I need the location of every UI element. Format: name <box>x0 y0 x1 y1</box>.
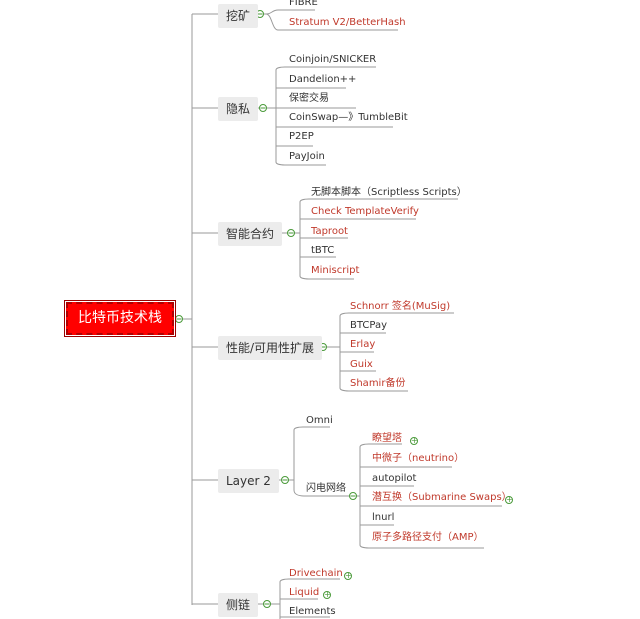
category-sidechains[interactable]: 侧链 <box>218 593 259 617</box>
leaf-taproot[interactable]: Taproot <box>311 226 348 237</box>
leaf-coinjoin[interactable]: Coinjoin/SNICKER <box>289 54 377 65</box>
leaf-lnurl[interactable]: lnurl <box>372 512 395 523</box>
category-mining[interactable]: 挖矿 <box>218 4 259 28</box>
leaf-btcpay[interactable]: BTCPay <box>350 320 387 331</box>
leaf-autopilot[interactable]: autopilot <box>372 473 417 484</box>
leaf-omni[interactable]: Omni <box>306 415 333 426</box>
leaf-dandelion[interactable]: Dandelion++ <box>289 74 357 85</box>
category-smart-contracts[interactable]: 智能合约 <box>218 222 283 246</box>
leaf-erlay[interactable]: Erlay <box>350 339 376 350</box>
expand-icon[interactable]: + <box>505 495 513 504</box>
category-performance[interactable]: 性能/可用性扩展 <box>218 336 323 360</box>
leaf-submarine-swaps[interactable]: 潜互换（Submarine Swaps） <box>372 492 512 503</box>
leaf-payjoin[interactable]: PayJoin <box>289 151 325 162</box>
leaf-p2ep[interactable]: P2EP <box>289 131 314 142</box>
leaf-neutrino[interactable]: 中微子（neutrino） <box>372 453 465 464</box>
expand-icon[interactable]: + <box>344 571 352 580</box>
category-layer2[interactable]: Layer 2 <box>218 469 279 493</box>
leaf-miniscript[interactable]: Miniscript <box>311 265 360 276</box>
expand-icon[interactable]: + <box>323 590 331 599</box>
leaf-check-template-verify[interactable]: Check TemplateVerify <box>311 206 419 217</box>
leaf-elements[interactable]: Elements <box>289 606 336 617</box>
leaf-guix[interactable]: Guix <box>350 359 373 370</box>
node-lightning-network[interactable]: 闪电网络 <box>306 483 346 494</box>
leaf-stratum-v2[interactable]: Stratum V2/BetterHash <box>289 17 406 28</box>
expand-icon[interactable]: + <box>410 436 418 445</box>
leaf-coinswap[interactable]: CoinSwap—》TumbleBit <box>289 112 408 123</box>
leaf-shamir-backup[interactable]: Shamir备份 <box>350 378 406 389</box>
leaf-tbtc[interactable]: tBTC <box>311 245 335 256</box>
root-node[interactable]: 比特币技术栈 <box>66 302 174 335</box>
leaf-drivechain[interactable]: Drivechain <box>289 568 343 579</box>
leaf-liquid[interactable]: Liquid <box>289 587 320 598</box>
leaf-fibre[interactable]: FIBRE <box>289 0 318 8</box>
category-privacy[interactable]: 隐私 <box>218 97 259 121</box>
leaf-scriptless-scripts[interactable]: 无脚本脚本（Scriptless Scripts） <box>311 187 467 198</box>
leaf-watchtower[interactable]: 瞭望塔 <box>372 433 402 444</box>
leaf-confidential-tx[interactable]: 保密交易 <box>289 93 329 104</box>
leaf-schnorr[interactable]: Schnorr 签名(MuSig) <box>350 301 451 312</box>
leaf-amp[interactable]: 原子多路径支付（AMP） <box>372 532 484 543</box>
